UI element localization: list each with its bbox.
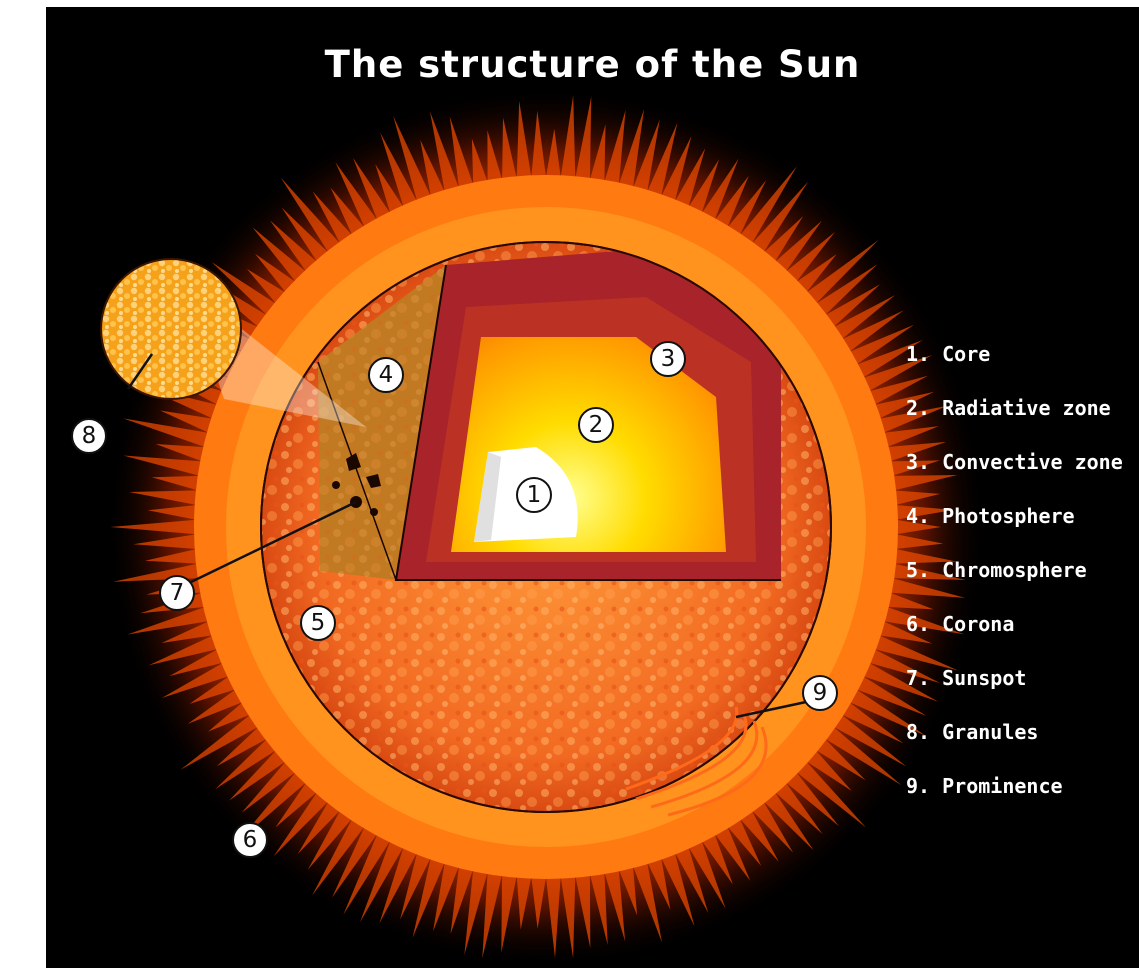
legend-item-radiative-zone: 2. Radiative zone	[906, 391, 1123, 445]
marker-photosphere: 4	[368, 357, 404, 393]
marker-prominence: 9	[802, 675, 838, 711]
marker-convective-zone: 3	[650, 341, 686, 377]
legend-item-corona: 6. Corona	[906, 607, 1123, 661]
legend-item-sunspot: 7. Sunspot	[906, 661, 1123, 715]
marker-granules: 8	[71, 418, 107, 454]
granules-inset	[101, 259, 241, 399]
legend-item-chromosphere: 5. Chromosphere	[906, 553, 1123, 607]
legend-item-granules: 8. Granules	[906, 715, 1123, 769]
marker-radiative-zone: 2	[578, 407, 614, 443]
marker-core: 1	[516, 477, 552, 513]
legend-item-prominence: 9. Prominence	[906, 769, 1123, 823]
legend-item-convective-zone: 3. Convective zone	[906, 445, 1123, 499]
marker-chromosphere: 5	[300, 605, 336, 641]
diagram-title: The structure of the Sun	[46, 43, 1139, 86]
legend-list: 1. Core 2. Radiative zone 3. Convective …	[906, 337, 1123, 823]
legend-item-photosphere: 4. Photosphere	[906, 499, 1123, 553]
legend-item-core: 1. Core	[906, 337, 1123, 391]
diagram-panel: The structure of the Sun 1 2 3 4 5 6 7 8…	[46, 7, 1139, 968]
marker-sunspot: 7	[159, 575, 195, 611]
marker-corona: 6	[232, 822, 268, 858]
